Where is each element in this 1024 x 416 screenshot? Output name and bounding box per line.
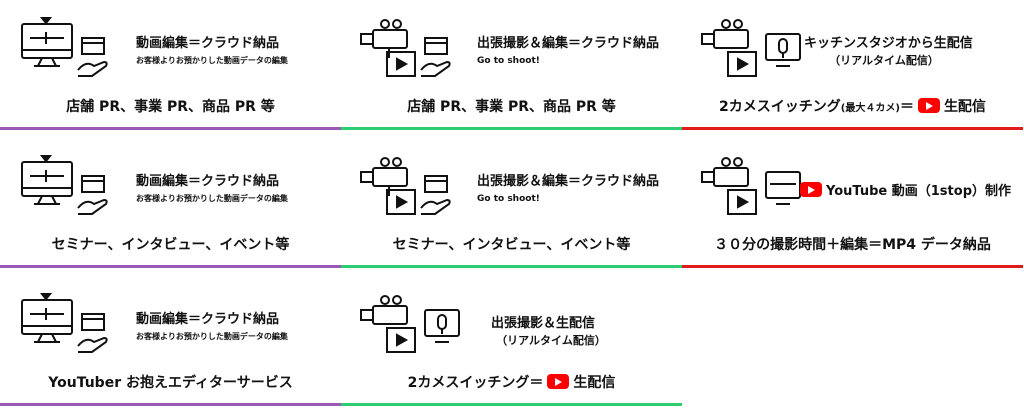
caption-text: 2カメスイッチング bbox=[719, 99, 841, 115]
caption-equals: ＝ bbox=[899, 99, 914, 115]
shoot-live-illustration bbox=[360, 295, 460, 353]
clapperboard-icon bbox=[81, 37, 105, 55]
video-camera-icon bbox=[372, 167, 408, 187]
clapperboard-icon bbox=[424, 37, 448, 55]
card-title: 動画編集＝クラウド納品 bbox=[136, 174, 280, 189]
play-icon bbox=[727, 189, 757, 215]
play-icon bbox=[727, 51, 757, 77]
card-caption: セミナー、インタビュー、イベント等 bbox=[51, 237, 290, 253]
accent-bar bbox=[341, 127, 682, 130]
accent-bar bbox=[682, 265, 1023, 268]
card-caption: 2カメスイッチング(最大４カメ)＝ 生配信 bbox=[682, 96, 1023, 116]
play-icon bbox=[386, 327, 416, 353]
youtube-play-icon bbox=[917, 98, 940, 113]
accent-bar bbox=[0, 403, 341, 406]
card-subtitle: （リアルタイム配信） bbox=[829, 54, 939, 67]
clapperboard-icon bbox=[81, 175, 105, 193]
hand-icon bbox=[77, 60, 108, 77]
video-camera-icon bbox=[713, 167, 749, 187]
caption-text: 2カメスイッチング bbox=[407, 375, 530, 391]
card-subtitle: お客様よりお預かりした動画データの編集 bbox=[136, 332, 288, 341]
youtube-play-icon bbox=[547, 374, 570, 389]
card-title: 出張撮影＆生配信 bbox=[491, 316, 596, 331]
card-title: YouTube 動画（1stop）制作 bbox=[800, 182, 1011, 200]
card-caption: 店舗 PR、事業 PR、商品 PR 等 bbox=[66, 99, 275, 115]
monitor-edit-illustration bbox=[21, 293, 108, 353]
microphone-icon bbox=[778, 38, 788, 54]
video-camera-icon bbox=[713, 29, 749, 49]
accent-bar bbox=[0, 265, 341, 268]
caption-note: (最大４カメ) bbox=[840, 103, 900, 114]
monitor-edit-illustration bbox=[21, 155, 108, 215]
hand-icon bbox=[420, 60, 451, 77]
service-card-edit-store: 動画編集＝クラウド納品 お客様よりお預かりした動画データの編集 店舗 PR、事業… bbox=[0, 0, 341, 134]
hand-icon bbox=[77, 198, 108, 215]
service-card-studio-live: キッチンスタジオから生配信 （リアルタイム配信） 2カメスイッチング(最大４カメ… bbox=[682, 0, 1023, 134]
monitor-icon bbox=[21, 299, 73, 335]
title-rest: 動画（1stop）制作 bbox=[891, 184, 1012, 199]
play-icon bbox=[386, 189, 416, 215]
service-card-shoot-store: 出張撮影＆編集＝クラウド納品 Go to shoot! 店舗 PR、事業 PR、… bbox=[341, 0, 682, 134]
card-subtitle: お客様よりお預かりした動画データの編集 bbox=[136, 194, 288, 203]
service-card-shoot-seminar: 出張撮影＆編集＝クラウド納品 Go to shoot! セミナー、インタビュー、… bbox=[341, 138, 682, 272]
service-card-youtube: YouTube 動画（1stop）制作 ３０分の撮影時間＋編集＝MP4 データ納… bbox=[682, 138, 1023, 272]
card-subtitle: お客様よりお預かりした動画データの編集 bbox=[136, 56, 288, 65]
card-caption: 店舗 PR、事業 PR、商品 PR 等 bbox=[407, 99, 616, 115]
card-title: キッチンスタジオから生配信 bbox=[804, 36, 973, 51]
caption-equals: ＝ bbox=[529, 375, 544, 391]
card-caption: 2カメスイッチング＝ 生配信 bbox=[341, 372, 682, 392]
card-caption: セミナー、インタビュー、イベント等 bbox=[392, 237, 631, 253]
camera-shoot-illustration bbox=[360, 157, 451, 215]
card-title: 動画編集＝クラウド納品 bbox=[136, 36, 280, 51]
card-subtitle: （リアルタイム配信） bbox=[496, 334, 606, 347]
monitor-icon bbox=[21, 23, 73, 59]
studio-live-illustration bbox=[701, 19, 801, 77]
accent-bar bbox=[341, 265, 682, 268]
accent-bar bbox=[682, 127, 1023, 130]
play-icon bbox=[386, 51, 416, 77]
youtube-production-illustration bbox=[701, 157, 801, 215]
card-caption: YouTuber お抱えエディターサービス bbox=[48, 375, 293, 391]
card-subtitle: Go to shoot! bbox=[477, 56, 540, 66]
caption-live: 生配信 bbox=[573, 375, 616, 391]
clapperboard-icon bbox=[81, 313, 105, 331]
service-card-youtuber-editor: 動画編集＝クラウド納品 お客様よりお預かりした動画データの編集 YouTuber… bbox=[0, 276, 341, 410]
camera-shoot-illustration bbox=[360, 19, 451, 77]
video-camera-icon bbox=[372, 305, 408, 325]
card-caption: ３０分の撮影時間＋編集＝MP4 データ納品 bbox=[714, 237, 991, 253]
youtube-wordmark: YouTube bbox=[826, 184, 888, 199]
microphone-icon bbox=[437, 314, 447, 330]
caption-live: 生配信 bbox=[943, 99, 986, 115]
clapperboard-icon bbox=[424, 175, 448, 193]
hand-icon bbox=[77, 336, 108, 353]
monitor-icon bbox=[21, 161, 73, 197]
card-title: 出張撮影＆編集＝クラウド納品 bbox=[477, 36, 660, 51]
service-card-shoot-live: 出張撮影＆生配信 （リアルタイム配信） 2カメスイッチング＝ 生配信 bbox=[341, 276, 682, 410]
accent-bar bbox=[341, 403, 682, 406]
youtube-logo-icon bbox=[800, 182, 822, 197]
card-title: 動画編集＝クラウド納品 bbox=[136, 312, 280, 327]
service-card-edit-seminar: 動画編集＝クラウド納品 お客様よりお預かりした動画データの編集 セミナー、インタ… bbox=[0, 138, 341, 272]
card-title: 出張撮影＆編集＝クラウド納品 bbox=[477, 174, 660, 189]
video-camera-icon bbox=[372, 29, 408, 49]
accent-bar bbox=[0, 127, 341, 130]
monitor-edit-illustration bbox=[21, 17, 108, 77]
card-subtitle: Go to shoot! bbox=[477, 194, 540, 204]
hand-icon bbox=[420, 198, 451, 215]
